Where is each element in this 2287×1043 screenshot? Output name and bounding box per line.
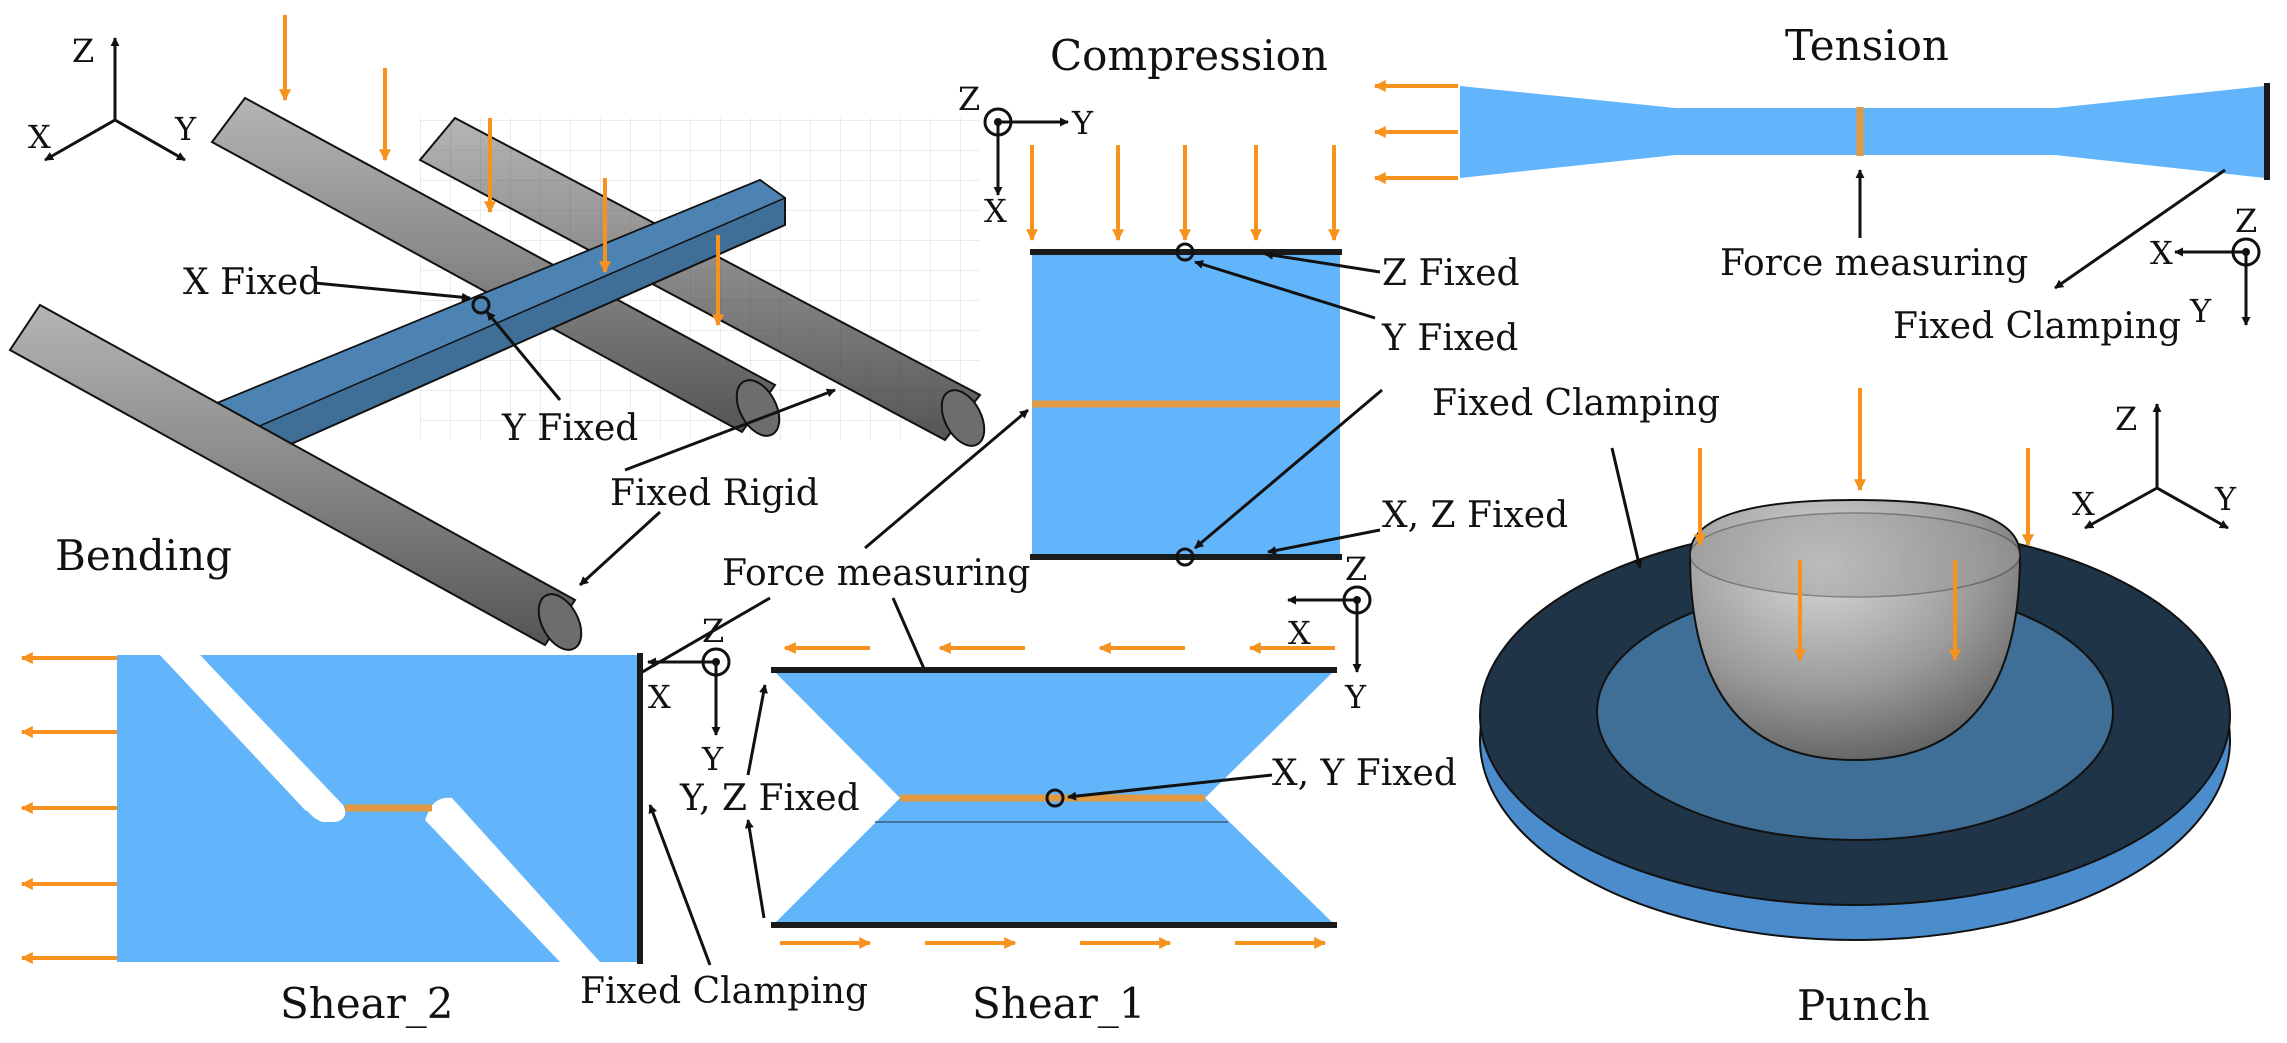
shear-1-axis-x: X: [1288, 614, 1311, 652]
compression-axis-x: X: [984, 192, 1007, 230]
bending-axis-y: Y: [174, 110, 197, 148]
punch-title: Punch: [1797, 981, 1930, 1030]
shear-1-axis-z: Z: [1345, 550, 1367, 588]
punch-axis-triad: [2084, 403, 2229, 530]
shear-1-title: Shear_1: [972, 979, 1146, 1028]
bending-axis-z: Z: [72, 32, 94, 70]
bending-rod-bottom: [8, 303, 583, 651]
bending-rigid-arrow-1: [624, 388, 836, 472]
bending-panel: Z X Y: [8, 15, 986, 651]
punch-dome: [1688, 498, 2022, 762]
compression-top-node: [1175, 242, 1195, 262]
compression-y-fixed-label: Y Fixed: [1381, 318, 1518, 359]
compression-xz-fixed-label: X, Z Fixed: [1382, 495, 1568, 536]
punch-panel: Fixed Clamping Z X Y Punch: [1432, 383, 2237, 1030]
shear-1-fixed-node: [1045, 788, 1065, 808]
shear-2-axis-z: Z: [702, 612, 724, 650]
bending-x-fixed-label: X Fixed: [183, 262, 321, 303]
compression-xz-fixed-arrow: [1267, 528, 1381, 555]
compression-z-fixed-label: Z Fixed: [1382, 253, 1520, 294]
bending-y-fixed-label: Y Fixed: [501, 408, 638, 449]
compression-z-fixed-arrow: [1264, 250, 1381, 274]
shear-2-clamp-arrow: [648, 804, 712, 966]
tension-axis-x: X: [2150, 234, 2173, 272]
compression-bottom-arrow-1: [1194, 388, 1383, 550]
bending-rod-front: [210, 96, 781, 437]
compression-y-fixed-arrow: [1194, 260, 1376, 320]
bending-force-arrows: [279, 15, 724, 327]
tension-clamp-arrow: [2054, 168, 2226, 290]
compression-panel: Compression Z Y X Z Fixed Y Fixed X, Z F…: [958, 31, 1568, 567]
shear-2-axis-y: Y: [701, 740, 724, 778]
punch-axis-z: Z: [2115, 400, 2137, 438]
shear-2-title: Shear_2: [280, 979, 454, 1028]
bending-fixed-rigid-label: Fixed Rigid: [610, 473, 819, 514]
bending-axis-x: X: [28, 118, 51, 156]
shear-2-axis-x: X: [648, 678, 671, 716]
shear-1-yz-arrow-top: [746, 684, 768, 776]
shear-1-xy-fixed-arrow: [1067, 773, 1273, 801]
bending-fixed-node: [471, 295, 491, 315]
compression-axis-y: Y: [1071, 104, 1094, 142]
bending-y-fixed-arrow: [485, 311, 562, 401]
tension-title: Tension: [1785, 21, 1949, 70]
punch-axis-y: Y: [2214, 480, 2237, 518]
tension-axis-y: Y: [2189, 292, 2212, 330]
shear-1-yz-fixed-label: Y, Z Fixed: [679, 778, 860, 819]
punch-force-arrows: [1694, 388, 2034, 662]
shear-2-notch-lower: [425, 797, 600, 962]
tension-fixed-clamping-label: Fixed Clamping: [1893, 306, 2181, 347]
tension-axis-triad: [2174, 237, 2261, 326]
tension-panel: Tension Force measuring Fixed Clamping X…: [1373, 21, 2270, 347]
force-measuring-label: Force measuring: [722, 553, 1030, 594]
shear-2-force-arrows: [20, 652, 117, 964]
shear-2-fixed-clamping-label: Fixed Clamping: [580, 971, 868, 1012]
force-measuring-arrow-compression: [864, 408, 1029, 550]
tension-force-arrows: [1373, 80, 1458, 184]
bending-rigid-arrow-2: [578, 510, 662, 587]
punch-clamp-arrow: [1610, 447, 1643, 569]
compression-axis-triad: [983, 107, 1069, 196]
shear-1-yz-arrow-bottom: [744, 819, 766, 919]
compression-force-arrows: [1026, 145, 1340, 242]
tension-axis-z: Z: [2235, 202, 2257, 240]
tension-force-measuring-label: Force measuring: [1720, 243, 2028, 284]
shear-1-axis-triad: [1287, 585, 1372, 673]
shear-2-axis-triad: [647, 647, 731, 736]
bending-axis-triad: [44, 37, 186, 162]
compression-title: Compression: [1050, 31, 1328, 80]
shear-2-panel: Z X Y Fixed Clamping Shear_2: [20, 612, 868, 1028]
punch-axis-x: X: [2072, 485, 2095, 523]
punch-fixed-clamping-label: Fixed Clamping: [1432, 383, 1720, 424]
shear-1-axis-y: Y: [1344, 678, 1367, 716]
shear-1-panel: Z X Y Y, Z Fixed X, Y Fixed Shear_1: [679, 550, 1457, 1028]
shear-1-xy-fixed-label: X, Y Fixed: [1272, 753, 1457, 794]
bending-title: Bending: [55, 531, 232, 580]
bending-x-fixed-arrow: [314, 281, 471, 302]
compression-axis-z: Z: [958, 80, 980, 118]
compression-bottom-node: [1175, 547, 1195, 567]
